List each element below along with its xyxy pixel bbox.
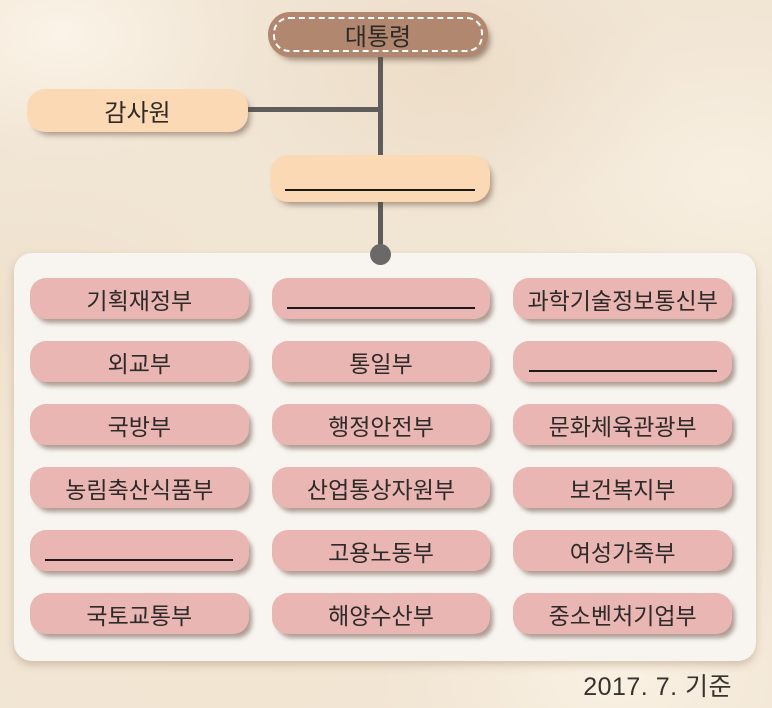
- ministry-label: 중소벤처기업부: [548, 602, 697, 629]
- ministry-box: 농림축산식품부: [30, 467, 249, 508]
- ministry-box: 행정안전부: [271, 404, 491, 445]
- ministry-label: 농림축산식품부: [65, 476, 214, 503]
- blank-underline: [528, 370, 717, 372]
- prime-minister-blank-box: [270, 155, 490, 202]
- ministry-box: 보건복지부: [513, 467, 732, 508]
- ministry-grid: 기획재정부 과학기술정보통신부 외교부 통일부 국방부: [14, 253, 756, 661]
- ministry-label: 여성가족부: [569, 539, 676, 566]
- ministry-box: 외교부: [30, 341, 249, 382]
- ministry-label: 행정안전부: [328, 413, 434, 440]
- ministry-label: 기획재정부: [86, 287, 193, 314]
- ministry-box-blank: [513, 341, 732, 382]
- as-of-date-caption: 2017. 7. 기준: [583, 673, 732, 701]
- ministry-box: 중소벤처기업부: [513, 593, 732, 634]
- ministry-box: 기획재정부: [30, 278, 249, 319]
- ministry-box: 여성가족부: [513, 530, 732, 571]
- connector-horizontal-line: [246, 107, 380, 112]
- audit-office-label: 감사원: [104, 100, 171, 127]
- ministry-box: 문화체육관광부: [513, 404, 732, 445]
- ministry-label: 외교부: [107, 350, 172, 377]
- connector-dot: [370, 244, 391, 265]
- ministry-label: 과학기술정보통신부: [527, 287, 718, 314]
- ministry-box: 산업통상자원부: [271, 467, 491, 508]
- blank-underline: [45, 559, 234, 561]
- blank-underline: [286, 307, 475, 309]
- ministry-box: 고용노동부: [271, 530, 491, 571]
- ministry-label: 통일부: [349, 350, 413, 377]
- audit-office-box: 감사원: [27, 89, 248, 132]
- blank-underline: [285, 189, 475, 191]
- ministry-label: 문화체육관광부: [548, 413, 697, 440]
- ministry-label: 보건복지부: [569, 476, 676, 503]
- president-box: 대통령: [268, 12, 488, 57]
- ministry-label: 국토교통부: [86, 602, 193, 629]
- ministry-label: 해양수산부: [328, 602, 434, 629]
- ministry-box: 국토교통부: [30, 593, 249, 634]
- ministries-panel: 기획재정부 과학기술정보통신부 외교부 통일부 국방부: [14, 253, 756, 661]
- ministry-box-blank: [30, 530, 249, 571]
- ministry-box: 과학기술정보통신부: [513, 278, 732, 319]
- ministry-label: 고용노동부: [328, 539, 434, 566]
- ministry-box-blank: [271, 278, 491, 319]
- ministry-box: 통일부: [271, 341, 491, 382]
- ministry-box: 해양수산부: [271, 593, 491, 634]
- ministry-box: 국방부: [30, 404, 249, 445]
- ministry-label: 국방부: [107, 413, 172, 440]
- ministry-label: 산업통상자원부: [306, 476, 456, 503]
- president-label: 대통령: [344, 24, 412, 51]
